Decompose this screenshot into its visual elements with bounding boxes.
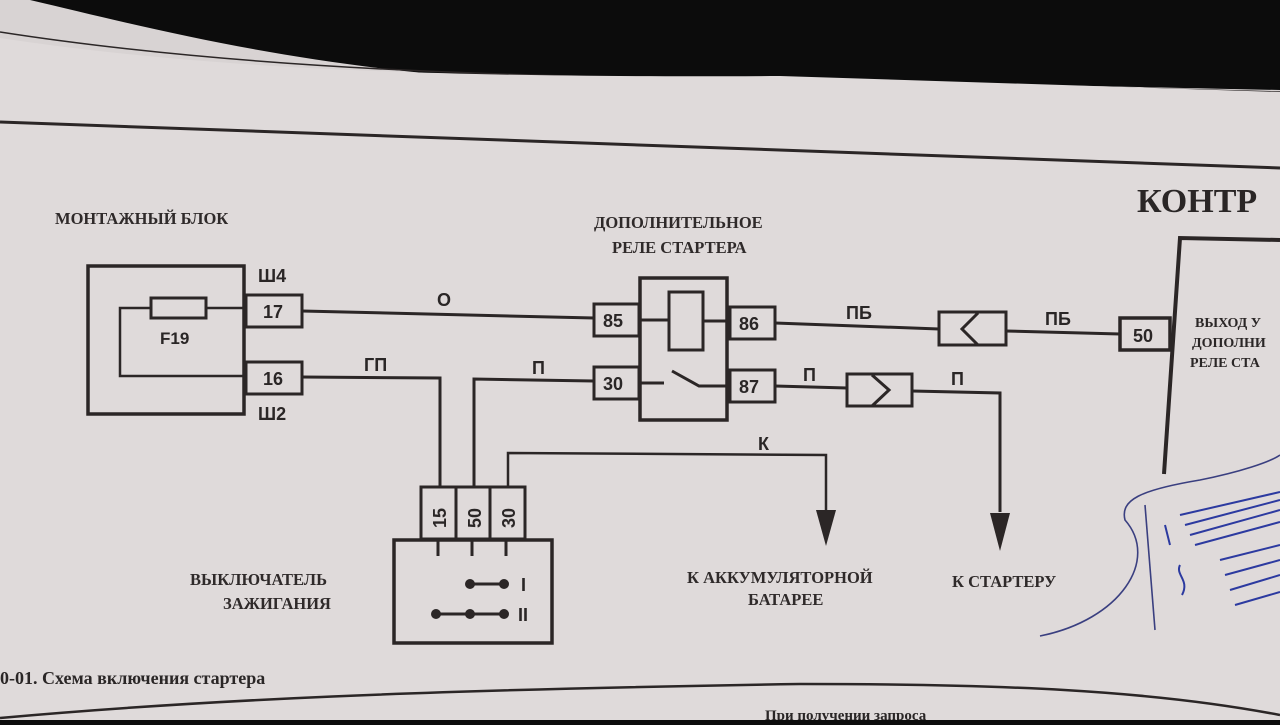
fuse-circuit [118,306,244,378]
relay-coil-leads [640,318,727,323]
relay-pin-85 [592,302,641,338]
starter-label: К СТАРТЕРУ [952,572,1056,591]
wire-86-to-connector [774,321,940,331]
pin-17-label: 17 [263,302,283,322]
pin-16-label: 16 [263,369,283,389]
wire-connector-starter-label: П [951,369,964,389]
wire-87-label: П [803,365,816,385]
controller-text-line2: ДОПОЛНИ [1192,336,1266,351]
wire-30-battery-label: К [758,434,770,454]
position-II-label: II [518,605,528,625]
connector-sh2-label: Ш2 [258,404,286,424]
wire-50-30-label: П [532,358,545,378]
connector-male-chevron [870,373,892,408]
mounting-block-box [86,264,246,416]
fuse-label: F19 [160,329,189,348]
relay-pin-30 [592,365,641,401]
ignition-pin-15-label: 15 [430,508,450,528]
connector-female [937,310,1008,347]
ignition-title-line1: ВЫКЛЮЧАТЕЛЬ [190,570,327,589]
relay-title-line1: ДОПОЛНИТЕЛЬНОЕ [594,213,763,232]
relay-switch-contact [640,369,727,388]
connector-male [845,372,914,408]
footer-rule [0,682,1280,720]
ignition-internal-leads [436,540,508,556]
battery-label-line1: К АККУМУЛЯТОРНОЙ [687,568,873,587]
wire-17-85-label: О [437,290,451,310]
wire-connector-to-starter [911,389,1002,512]
wire-87-to-connector [774,384,848,390]
controller-text-line3: РЕЛЕ СТА [1190,356,1261,371]
wire-30-to-battery [506,451,828,512]
controller-pin-50 [1118,316,1172,352]
battery-label-line2: БАТАРЕЕ [748,590,823,609]
wire-16-15-label: ГП [364,355,387,375]
relay-box [638,276,729,422]
wire-connector-to-50 [1005,329,1121,336]
mounting-block-title: МОНТАЖНЫЙ БЛОК [55,209,228,228]
controller-pin-50-label: 50 [1133,326,1153,346]
ignition-position-I: I [465,575,526,595]
wire-50-to-30 [472,377,595,486]
handwritten-pen-marks [1039,454,1280,637]
controller-text-line1: ВЫХОД У [1195,316,1261,331]
controller-block [1162,235,1280,475]
relay-title-line2: РЕЛЕ СТАРТЕРА [612,238,747,257]
section-heading: КОНТР [1137,183,1257,220]
wire-connector-50-label: ПБ [1045,309,1071,329]
relay-pin-86-label: 86 [739,314,759,334]
connector-female-chevron [959,311,980,347]
ignition-pin-50-label: 50 [465,508,485,528]
bottom-text-fragment: При получении запроса [765,708,927,720]
position-I-label: I [521,575,526,595]
ignition-pin-dividers [454,487,492,539]
connector-sh4-label: Ш4 [258,266,286,286]
wire-17-to-85 [301,309,595,320]
wire-86-label: ПБ [846,303,872,323]
arrow-to-starter [990,513,1010,551]
wire-16-to-15 [301,375,442,486]
relay-pin-87-label: 87 [739,377,759,397]
relay-pin-30-label: 30 [603,374,623,394]
relay-pin-85-label: 85 [603,311,623,331]
figure-caption: 0-01. Схема включения стартера [0,668,265,688]
arrow-to-battery [816,510,836,546]
ignition-title-line2: ЗАЖИГАНИЯ [223,594,331,613]
ignition-pin-30-label: 30 [499,508,519,528]
ignition-position-II: II [431,605,528,625]
ignition-pin-labels: 15 50 30 [430,508,519,528]
